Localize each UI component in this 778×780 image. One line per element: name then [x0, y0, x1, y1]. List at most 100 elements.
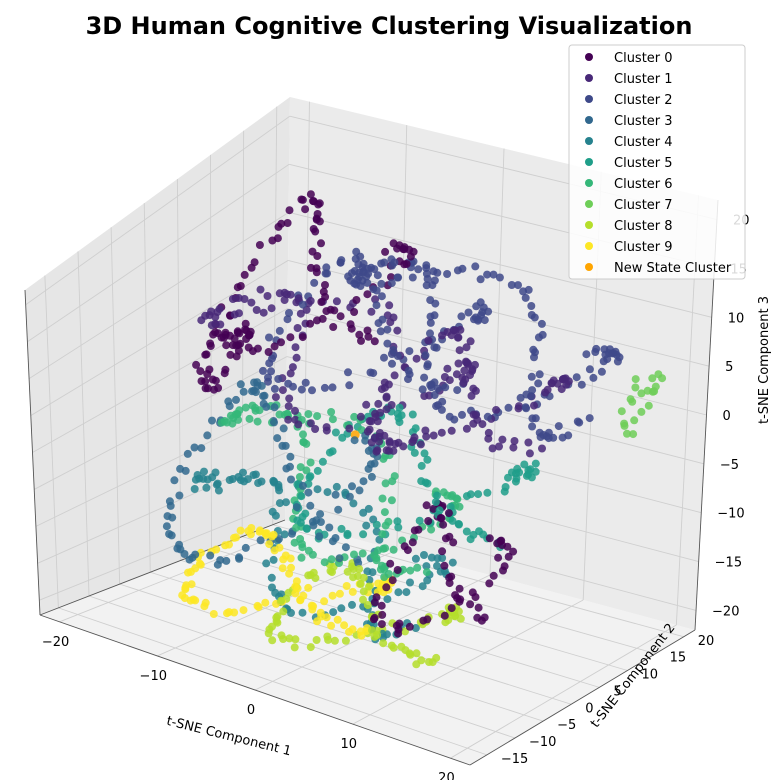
data-point	[572, 373, 581, 382]
data-point	[521, 403, 530, 412]
data-point	[554, 422, 563, 431]
data-point	[317, 298, 326, 306]
data-point	[377, 279, 386, 288]
data-point	[286, 369, 295, 378]
data-point	[290, 538, 299, 547]
data-point	[321, 281, 329, 289]
data-point	[375, 437, 384, 446]
data-point	[394, 625, 403, 634]
data-point	[459, 379, 468, 388]
y-tick-label: 20	[698, 634, 715, 649]
data-point	[420, 449, 429, 458]
data-point	[267, 367, 275, 376]
data-point	[421, 426, 430, 435]
data-point	[277, 596, 286, 605]
data-point	[429, 267, 438, 276]
data-point	[400, 245, 409, 254]
data-point	[255, 241, 264, 249]
data-point	[333, 615, 342, 624]
data-point	[466, 337, 475, 346]
data-point	[312, 268, 321, 277]
data-point	[380, 258, 389, 267]
data-point	[585, 414, 594, 423]
data-point	[236, 380, 245, 389]
data-point	[259, 308, 268, 317]
data-point	[421, 351, 430, 360]
data-point	[206, 551, 215, 560]
data-point	[286, 554, 295, 563]
z-tick-label: 5	[725, 360, 733, 375]
data-point	[348, 587, 357, 596]
data-point	[292, 353, 301, 362]
data-point	[422, 281, 431, 290]
data-point	[620, 421, 629, 430]
data-point	[356, 579, 365, 588]
data-point	[270, 546, 279, 555]
data-point	[348, 625, 357, 634]
data-point	[408, 273, 417, 282]
data-point	[373, 417, 382, 426]
data-point	[454, 333, 463, 342]
data-point	[395, 418, 404, 427]
data-point	[345, 492, 354, 501]
data-point	[201, 598, 210, 607]
data-point	[349, 499, 358, 508]
data-point	[393, 326, 402, 335]
data-point	[336, 312, 345, 321]
data-point	[534, 333, 543, 342]
data-point	[301, 205, 310, 214]
data-point	[220, 369, 229, 378]
data-point	[387, 496, 396, 505]
y-tick-label: −10	[529, 735, 556, 750]
data-point	[379, 544, 388, 553]
data-point	[255, 406, 264, 415]
data-point	[307, 601, 316, 610]
data-point	[316, 510, 325, 519]
data-point	[471, 593, 480, 602]
data-point	[428, 281, 437, 290]
data-point	[327, 555, 336, 564]
data-point	[386, 559, 395, 568]
data-point	[265, 333, 273, 342]
data-point	[528, 422, 537, 431]
data-point	[281, 441, 290, 450]
legend-label: Cluster 5	[614, 156, 673, 171]
data-point	[418, 385, 427, 394]
data-point	[304, 410, 313, 419]
data-point	[278, 386, 287, 395]
data-point	[288, 363, 297, 372]
data-point	[245, 331, 254, 340]
data-point	[228, 295, 237, 303]
data-point	[383, 339, 392, 348]
data-point	[355, 565, 364, 573]
data-point	[317, 239, 325, 248]
data-point	[420, 392, 429, 400]
data-point	[203, 431, 212, 440]
data-point	[290, 643, 299, 652]
data-point	[264, 377, 272, 386]
data-point	[298, 608, 307, 617]
data-point	[374, 579, 383, 588]
data-point	[534, 379, 543, 388]
z-axis-label: t-SNE Component 3	[757, 296, 772, 424]
data-point	[259, 392, 268, 401]
data-point	[364, 504, 373, 513]
data-point	[531, 459, 540, 468]
data-point	[630, 416, 639, 425]
data-point	[383, 595, 392, 604]
data-point	[438, 331, 446, 340]
floor-pane	[40, 520, 695, 765]
data-point	[489, 571, 498, 580]
data-point	[629, 430, 638, 439]
data-point	[395, 403, 404, 412]
data-point	[347, 324, 356, 333]
data-point	[404, 375, 412, 384]
data-point	[515, 402, 523, 411]
data-point	[617, 407, 626, 416]
data-point	[363, 427, 372, 436]
data-point	[388, 477, 397, 486]
data-point	[366, 460, 375, 469]
data-point	[408, 538, 417, 547]
data-point	[524, 466, 533, 475]
data-point	[390, 371, 399, 380]
